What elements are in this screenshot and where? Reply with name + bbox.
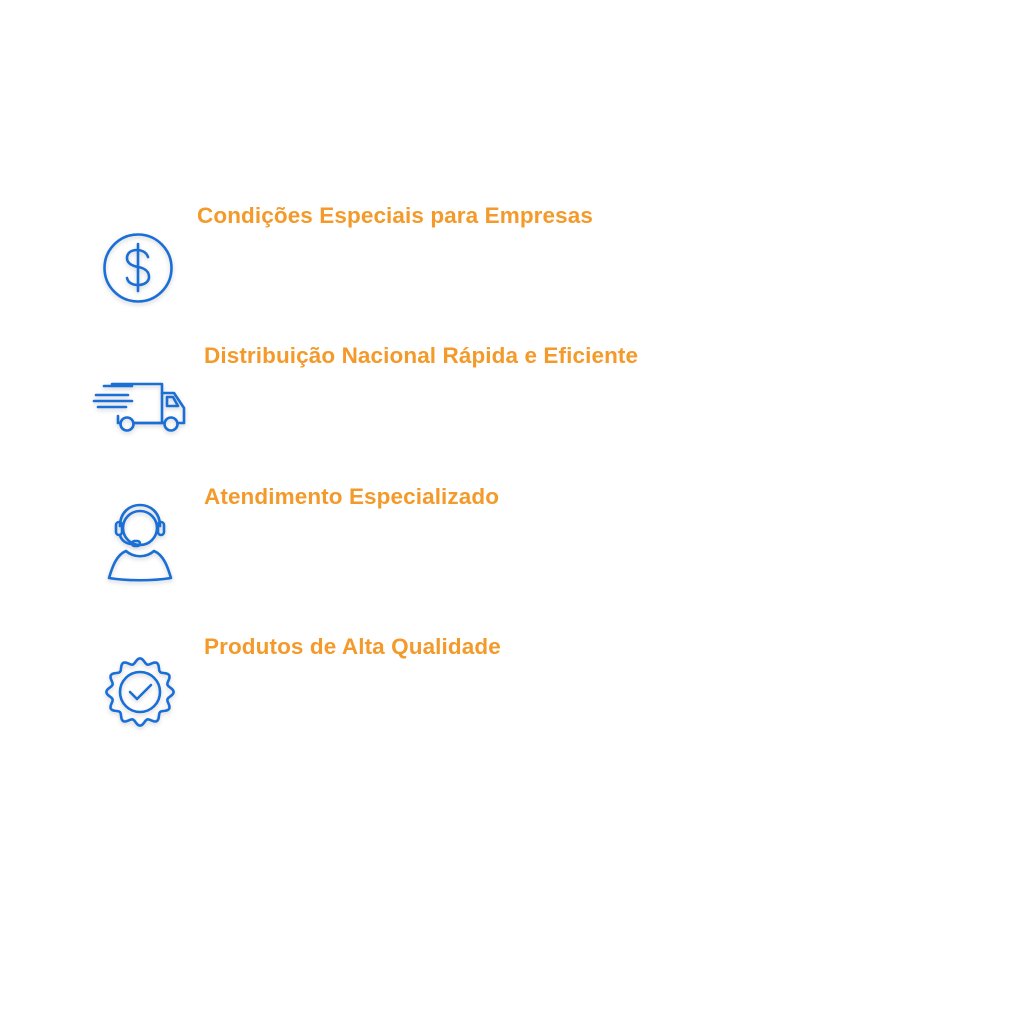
delivery-truck-icon	[88, 378, 188, 436]
dollar-circle-icon	[100, 230, 176, 306]
quality-badge-icon	[104, 656, 176, 728]
feature-title: Produtos de Alta Qualidade	[204, 634, 501, 659]
feature-title: Atendimento Especializado	[204, 484, 500, 509]
feature-title: Condições Especiais para Empresas	[197, 203, 593, 228]
headset-agent-icon	[106, 502, 174, 582]
feature-title: Distribuição Nacional Rápida e Eficiente	[204, 343, 639, 368]
